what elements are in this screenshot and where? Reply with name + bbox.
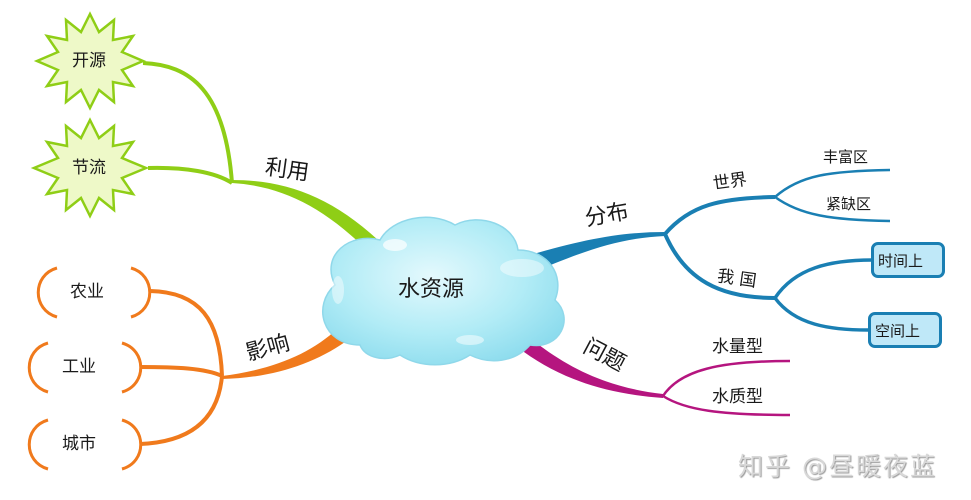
branch-use-label: 利用 (263, 155, 311, 186)
node-kaiyuan: 开源 (72, 51, 106, 71)
branch-impact-lines (139, 289, 345, 446)
branch-distribution-lines (520, 168, 891, 332)
brackets-industry (27, 341, 143, 394)
brackets-agriculture (36, 266, 152, 319)
node-scarce-region: 紧缺区 (826, 195, 872, 213)
node-temporal-box: 时间上 (871, 242, 945, 278)
node-city: 城市 (62, 434, 96, 454)
center-cloud (322, 216, 565, 366)
watermark: 知乎 @昼暖夜蓝 (738, 452, 937, 481)
node-agriculture: 农业 (70, 282, 104, 302)
node-water-quantity: 水量型 (712, 337, 763, 357)
node-water-quality: 水质型 (712, 387, 763, 407)
node-world: 世界 (711, 169, 749, 195)
branch-use-lines (142, 61, 378, 248)
node-industry: 工业 (62, 357, 96, 377)
brackets-city (27, 418, 143, 471)
branch-problem-lines (524, 338, 791, 417)
node-temporal: 时间上 (878, 251, 924, 270)
node-abundant-region: 丰富区 (823, 148, 869, 166)
node-jieliu: 节流 (72, 158, 106, 178)
starburst-kaiyuan (33, 11, 147, 111)
starburst-jieliu (30, 117, 150, 219)
center-topic: 水资源 (398, 277, 465, 302)
node-spatial-box: 空间上 (868, 312, 942, 348)
node-spatial: 空间上 (875, 321, 921, 340)
